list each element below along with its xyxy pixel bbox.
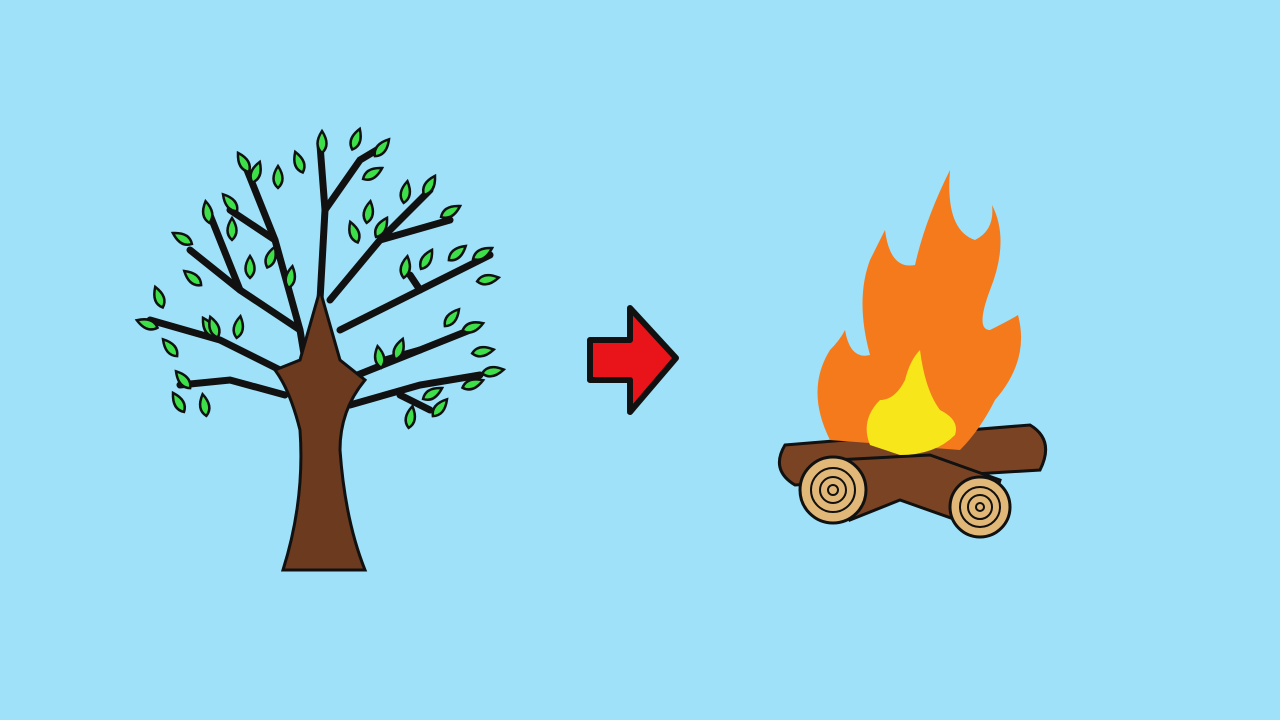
- leaf: [470, 345, 497, 358]
- leaf: [439, 204, 463, 219]
- logs: [777, 423, 1048, 539]
- leaf: [316, 128, 328, 155]
- leaf: [443, 307, 461, 328]
- leaf: [460, 378, 486, 391]
- leaf: [362, 198, 375, 225]
- leaf: [284, 263, 297, 290]
- leaf: [153, 284, 166, 310]
- flame-inner: [866, 350, 956, 455]
- leaf: [392, 336, 405, 362]
- leaf: [471, 246, 495, 261]
- leaf: [171, 390, 186, 414]
- leaf: [174, 369, 192, 390]
- leaf: [221, 192, 239, 213]
- leaf: [208, 314, 221, 340]
- leaf: [422, 173, 437, 197]
- arrow-right-icon: [587, 305, 679, 415]
- leaf: [349, 126, 362, 152]
- leaf: [236, 150, 251, 174]
- leaf: [399, 253, 412, 280]
- leaf: [249, 159, 262, 185]
- campfire-icon: [777, 170, 1048, 539]
- flame-outer: [817, 170, 1022, 450]
- leaf: [374, 215, 389, 239]
- leaf: [404, 403, 417, 430]
- leaf: [161, 337, 179, 358]
- leaf: [373, 343, 386, 370]
- leaf: [399, 178, 412, 205]
- leaf: [460, 321, 486, 334]
- leaf: [182, 269, 203, 287]
- leaf: [170, 231, 194, 246]
- leaf: [480, 365, 507, 378]
- leaf: [226, 215, 238, 242]
- leaf: [348, 219, 361, 245]
- leaf: [201, 198, 214, 225]
- leaf: [419, 247, 434, 271]
- leaf: [373, 137, 391, 158]
- leaf: [293, 149, 306, 175]
- leaf: [198, 391, 211, 418]
- leaf: [431, 397, 449, 418]
- leaf: [244, 253, 256, 280]
- leaf: [134, 318, 160, 331]
- leaf: [447, 244, 468, 262]
- leaf: [361, 166, 385, 181]
- leaf: [232, 313, 245, 340]
- leaf: [272, 163, 284, 190]
- leaf: [264, 244, 277, 270]
- leaf: [421, 386, 445, 401]
- leaf: [475, 273, 502, 286]
- tree-icon: [134, 126, 507, 572]
